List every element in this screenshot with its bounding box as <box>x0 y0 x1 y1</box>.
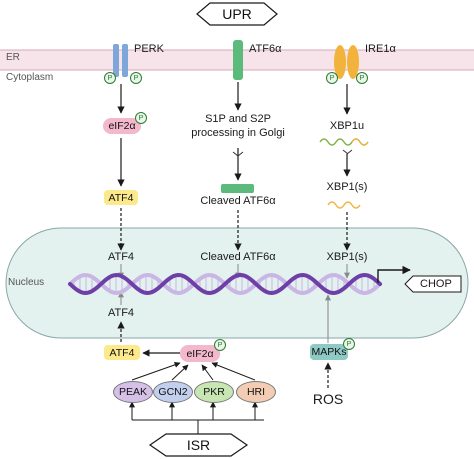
xbp1s-mrna-wave <box>327 201 361 209</box>
cytoplasm-region-label: Cytoplasm <box>6 72 54 83</box>
phospho-badge-perk-right: P <box>130 72 142 84</box>
dna-strand-front <box>68 273 382 295</box>
s1p-s2p-label-line1: S1P and S2P <box>205 113 271 125</box>
er-region-label: ER <box>6 52 20 63</box>
isr-banner-label: ISR <box>186 437 211 453</box>
chop-label: CHOP <box>420 278 452 290</box>
pkr-oval: PKR <box>194 381 234 403</box>
mapks-pill: MAPKs <box>310 344 348 360</box>
nucleus-body <box>5 227 469 339</box>
cleaved-atf6-cyto-label: Cleaved ATF6α <box>200 195 276 207</box>
phospho-badge-eif2a-bottom: P <box>214 339 226 351</box>
chop-box-shape <box>404 275 462 293</box>
perk-receptor-right <box>122 44 128 77</box>
isr-banner-shape <box>148 433 249 457</box>
nucleus-region-label: Nucleus <box>8 277 45 288</box>
arrow-peak-to-eif2a <box>131 361 181 381</box>
eif2a-top-pill: eIF2α <box>103 118 141 134</box>
atf6-receptor <box>233 40 243 80</box>
xbp1u-mrna-wave-accent <box>351 138 369 146</box>
atf6a-label: ATF6α <box>249 43 282 55</box>
eif2a-bottom-pill: eIF2α <box>180 345 220 362</box>
xbp1u-label: XBP1u <box>329 120 365 132</box>
phospho-badge-mapks: P <box>343 338 355 350</box>
atf4-nuc-label: ATF4 <box>107 251 135 263</box>
xbp1s-cyto-label: XBP1(s) <box>326 181 368 193</box>
upr-banner-label: UPR <box>222 6 252 22</box>
ire1a-label: IRE1α <box>365 43 396 55</box>
perk-receptor-left <box>113 44 119 77</box>
chop-transcription-arrow <box>377 265 411 283</box>
upr-banner-shape <box>196 2 278 26</box>
cleaved-atf6-fragment <box>221 184 254 193</box>
phospho-badge-eif2a-top: P <box>135 112 147 124</box>
scissors-icon-ire1 <box>342 149 353 155</box>
ire1-receptor-right <box>347 45 359 79</box>
ros-label: ROS <box>312 391 344 407</box>
phospho-badge-ire1-left: P <box>326 72 338 84</box>
ire1-receptor-left <box>334 45 346 79</box>
phospho-badge-perk-left: P <box>104 72 116 84</box>
scissors-icon <box>232 151 244 157</box>
xbp1s-nuc-label: XBP1(s) <box>326 251 368 263</box>
atf4-cyto-pill: ATF4 <box>104 190 138 205</box>
cleaved-atf6-nuc-label: Cleaved ATF6α <box>200 251 276 263</box>
perk-label: PERK <box>134 43 164 55</box>
arrow-hri-to-eif2a <box>211 362 256 381</box>
gcn2-oval: GCN2 <box>153 381 193 403</box>
atf4-nuc-lower-label: ATF4 <box>107 307 135 319</box>
arrow-pkr-to-eif2a <box>201 364 214 381</box>
phospho-badge-ire1-right: P <box>356 72 368 84</box>
atf4-bottom-pill: ATF4 <box>104 345 140 360</box>
peak-oval: PEAK <box>113 381 153 403</box>
s1p-s2p-label-line2: processing in Golgi <box>191 127 285 139</box>
hri-oval: HRI <box>236 381 276 403</box>
arrow-gcn2-to-eif2a <box>171 364 189 381</box>
dna-helix <box>68 273 382 295</box>
